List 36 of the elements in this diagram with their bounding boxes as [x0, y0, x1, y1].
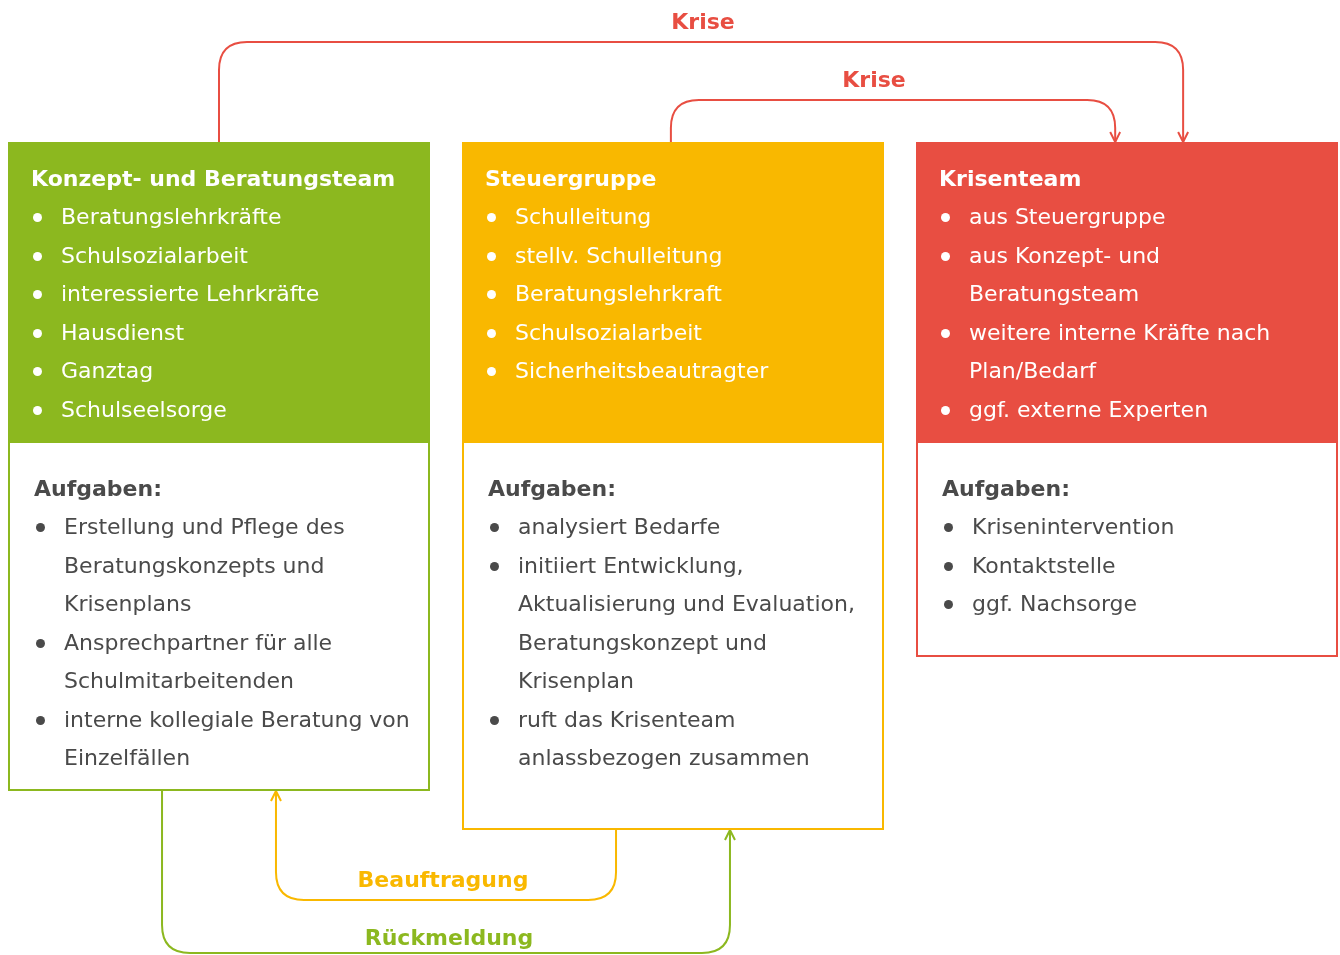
list-item: stellv. Schulleitung — [485, 236, 723, 275]
list-item: ggf. Nachsorge — [942, 585, 1138, 624]
task-box — [462, 443, 884, 830]
arrow — [269, 790, 618, 901]
team-header-box — [916, 142, 1338, 443]
list-item: Schulsozialarbeit — [485, 313, 702, 352]
list-item: Beratungslehrkräfte — [31, 198, 282, 237]
list-item: aus Steuergruppe — [939, 198, 1166, 237]
list-item: Sicherheitsbeautragter — [485, 352, 769, 391]
box-heading: Aufgaben: — [942, 475, 1070, 503]
list-item: Ganztag — [31, 352, 154, 391]
box-heading: Krisenteam — [939, 165, 1082, 193]
list-item: interne kollegiale Beratung von Einzelfällen — [34, 700, 418, 778]
box-heading: Konzept- und Beratungsteam — [31, 165, 396, 193]
list-item: Schulsozialarbeit — [31, 236, 248, 275]
list-item: Kontaktstelle — [942, 546, 1116, 585]
list-item: Schulseelsorge — [31, 390, 227, 429]
arrow — [669, 99, 1122, 143]
arrow — [218, 41, 1190, 143]
list-item: Schulleitung — [485, 198, 652, 237]
task-box — [916, 443, 1338, 657]
list-item: Krisenintervention — [942, 508, 1175, 547]
list-item: analysiert Bedarfe — [488, 508, 721, 547]
list-item: Erstellung und Pflege des Beratungskonzepts und Krisenplans — [34, 508, 418, 624]
box-heading: Steuergruppe — [485, 165, 657, 193]
box-heading: Aufgaben: — [488, 475, 616, 503]
list-item: Hausdienst — [31, 313, 185, 352]
arrow — [161, 790, 736, 954]
list-item: Beratungslehrkraft — [485, 275, 722, 314]
task-box — [8, 443, 430, 791]
box-heading: Aufgaben: — [34, 475, 162, 503]
list-item: interessierte Lehrkräfte — [31, 275, 320, 314]
list-item: ruft das Krisenteam anlassbezogen zusammen — [488, 700, 872, 778]
team-header-box — [8, 142, 430, 443]
list-item: ggf. externe Experten — [939, 390, 1209, 429]
team-header-box — [462, 142, 884, 443]
